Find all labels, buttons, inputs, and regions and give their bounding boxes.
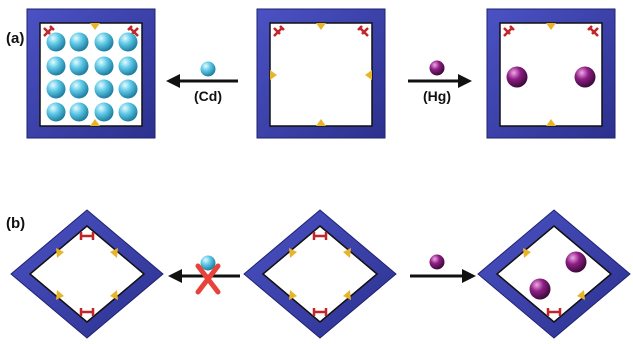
cd-ion-icon — [200, 255, 216, 271]
diamond-frame-b-left — [10, 209, 164, 339]
blocked-arrow-cd — [168, 255, 240, 295]
red-ligand-icon — [43, 25, 139, 37]
diamond-frame-b-right — [477, 209, 631, 339]
red-ligand-icon — [312, 232, 328, 316]
yellow-ligand-icon — [523, 248, 585, 300]
arrow-to-cd: (Cd) — [166, 61, 238, 104]
diamond-frame-b-center — [243, 209, 397, 339]
arrow-to-hg: (Hg) — [408, 60, 472, 104]
hg-ion-pair — [529, 251, 587, 300]
cd-ion-cluster — [46, 32, 138, 122]
red-ligand-icon — [503, 25, 599, 37]
cd-ion-icon — [200, 61, 216, 77]
hg-label: (Hg) — [423, 88, 451, 104]
hg-ion-icon — [429, 254, 445, 270]
yellow-ligand-icon — [56, 248, 118, 300]
yellow-ligand-icon — [90, 23, 100, 126]
yellow-ligand-icon — [289, 248, 351, 300]
panel-label-a: (a) — [6, 30, 25, 47]
yellow-ligand-icon — [270, 23, 372, 126]
arrow-to-hg-b — [410, 254, 476, 283]
square-frame-a-left — [26, 8, 156, 139]
cd-label: (Cd) — [194, 88, 222, 104]
red-ligand-icon — [79, 232, 95, 316]
yellow-ligand-icon — [546, 23, 556, 126]
red-ligand-icon — [546, 308, 562, 316]
hg-ion-pair — [506, 66, 596, 88]
red-ligand-icon — [273, 25, 369, 37]
red-x-mark-icon — [195, 263, 221, 295]
panel-label-b: (b) — [6, 215, 26, 232]
hg-ion-icon — [429, 60, 445, 76]
